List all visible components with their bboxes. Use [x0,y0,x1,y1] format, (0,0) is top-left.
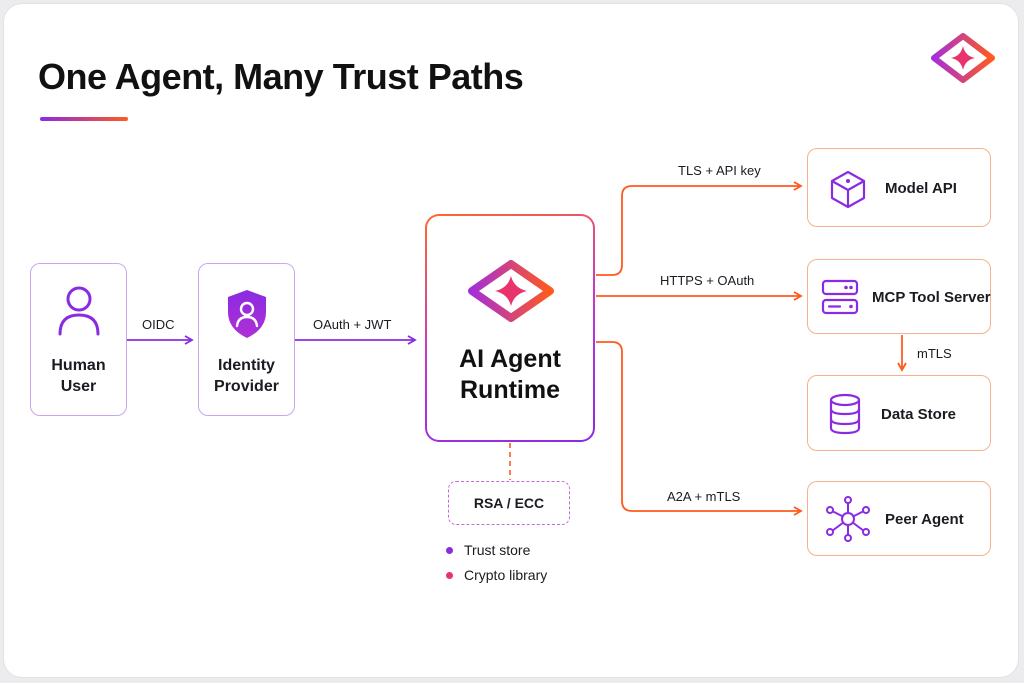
node-ai-agent-runtime: AI Agent Runtime [425,214,595,442]
trust-store-dot [446,546,453,554]
edge-label-oauth-jwt: OAuth + JWT [313,317,392,332]
node-model-api: Model API [807,148,991,227]
database-icon [829,393,861,435]
node-peer-agent: Peer Agent [807,481,991,556]
edge-label-a2a-mtls: A2A + mTLS [667,489,741,504]
network-icon [826,496,870,542]
user-icon [58,286,100,336]
mcp-tool-server-label: MCP Tool Server [872,289,991,306]
legend-item-crypto-library: Crypto library [446,567,547,583]
edge-a2a-mtls [596,341,803,516]
edge-label-oidc: OIDC [142,317,175,332]
brand-logo-icon [931,33,995,83]
page-title: One Agent, Many Trust Paths [38,56,524,97]
identity-provider-label-2: Provider [214,378,279,395]
edge-label-tls-api-key: TLS + API key [678,163,761,178]
human-user-label-1: Human [51,357,106,374]
human-user-label-2: User [60,378,97,395]
node-mcp-tool-server: MCP Tool Server [807,259,991,334]
logo-icon [468,260,554,322]
legend-item-trust-store: Trust store [446,542,530,558]
cube-icon [830,170,866,209]
node-identity-provider: Identity Provider [198,263,295,416]
shield-user-icon [228,290,266,338]
runtime-label-1: AI Agent [459,345,561,373]
model-api-label: Model API [885,180,957,197]
title-underline [40,117,128,121]
node-data-store: Data Store [807,375,991,451]
server-icon [821,279,859,315]
identity-provider-label-1: Identity [218,357,275,374]
edge-label-https-oauth: HTTPS + OAuth [660,273,755,288]
peer-agent-label: Peer Agent [885,511,964,528]
crypto-library-dot [446,571,453,579]
node-human-user: Human User [30,263,127,416]
edge-tls-api-key [596,181,803,276]
legend-label-crypto-library: Crypto library [464,567,548,583]
legend-label-trust-store: Trust store [464,542,531,558]
data-store-label: Data Store [881,406,957,423]
crypto-box: RSA / ECC [448,481,570,525]
edge-label-mtls: mTLS [917,346,952,361]
runtime-label-2: Runtime [460,376,560,404]
